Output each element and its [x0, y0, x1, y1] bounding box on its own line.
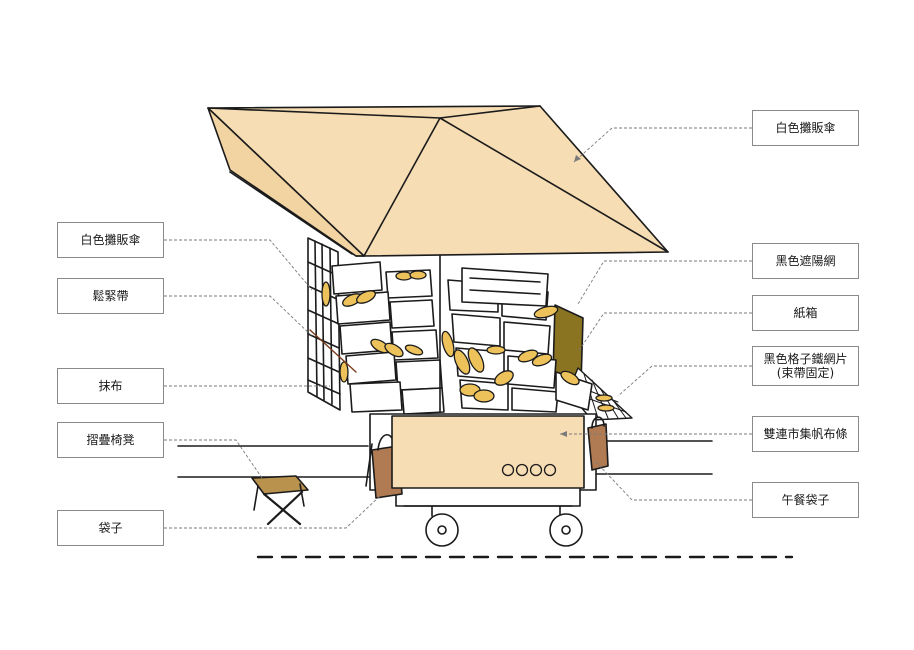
label-folding-stool: 摺疊椅凳 [57, 422, 164, 458]
label-lunch-bag: 午餐袋子 [752, 482, 859, 518]
label-elastic-strap: 鬆緊帶 [57, 278, 164, 314]
label-carton: 紙箱 [752, 295, 859, 331]
label-umbrella-left: 白色攤販傘 [57, 222, 164, 258]
folding-stool [252, 476, 308, 524]
shade-net [462, 268, 548, 306]
lunch-bag [588, 424, 608, 470]
grid-mesh-left [308, 238, 340, 410]
label-cloth: 抹布 [57, 368, 164, 404]
market-banner [392, 416, 584, 488]
label-bag: 袋子 [57, 510, 164, 546]
label-wire-mesh: 黑色格子鐵網片 (束帶固定) [752, 346, 859, 386]
label-umbrella-right: 白色攤販傘 [752, 110, 859, 146]
cart-wheels [426, 506, 582, 546]
label-shade-net: 黑色遮陽網 [752, 243, 859, 279]
umbrella-canopy [208, 106, 668, 256]
label-market-banner: 雙連市集帆布條 [752, 416, 859, 452]
